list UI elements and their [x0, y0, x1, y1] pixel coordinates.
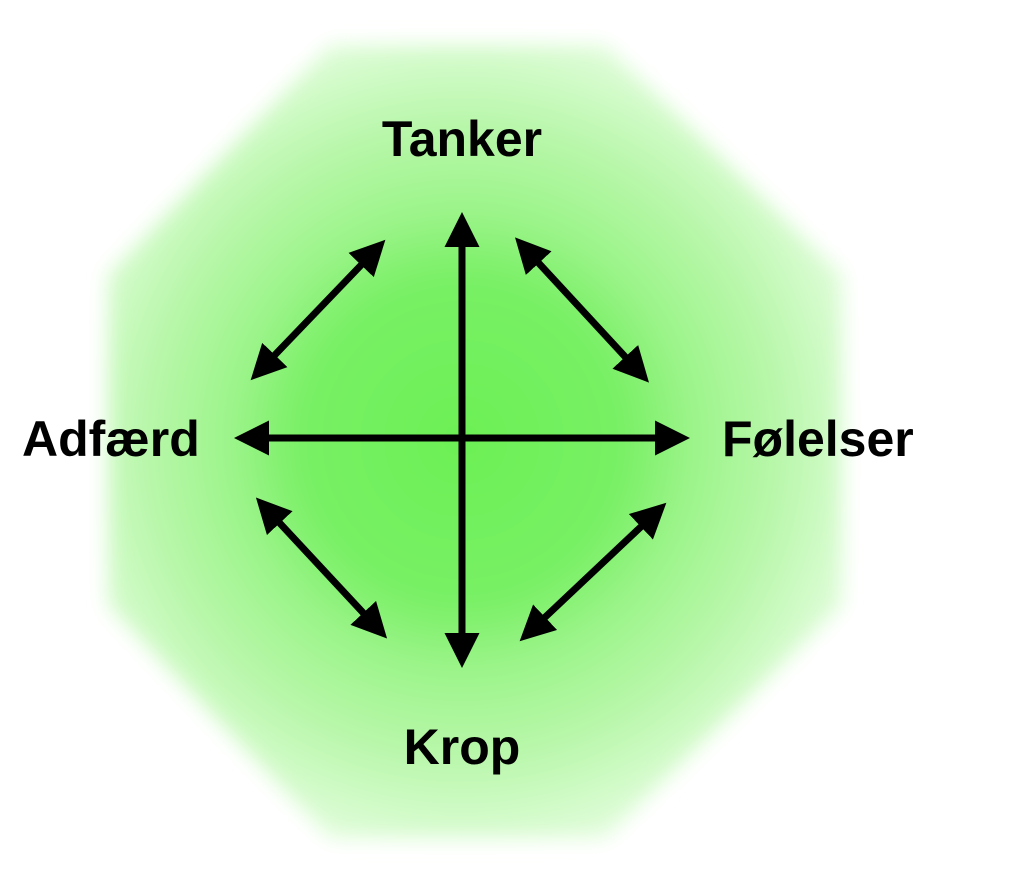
diagonal-arrow-top-right — [515, 237, 649, 383]
arrows — [234, 212, 690, 668]
label-tanker: Tanker — [382, 111, 542, 167]
diagonal-arrow-bottom-right — [519, 502, 667, 642]
label-folelser: Følelser — [722, 411, 914, 467]
label-krop: Krop — [404, 719, 521, 775]
label-adfaerd: Adfærd — [22, 411, 200, 467]
diagonal-arrow-top-left — [250, 239, 386, 381]
diagonal-arrow-bottom-left — [255, 497, 388, 639]
